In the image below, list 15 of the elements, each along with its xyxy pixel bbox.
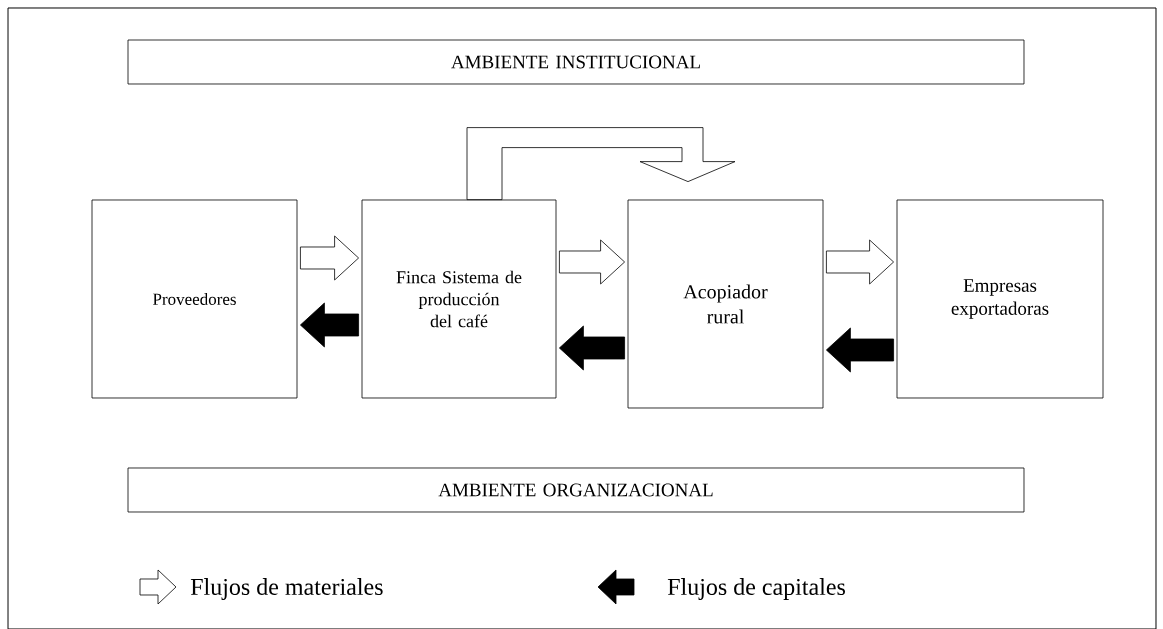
loop-arrow (466, 127, 736, 200)
legend-label: Flujos de capitales (667, 578, 845, 600)
block-arrow (300, 235, 359, 281)
block-arrow (559, 239, 625, 285)
block-arrow (300, 302, 359, 348)
process-box: Finca Sistema de producción del café (361, 199, 557, 399)
block-arrow (559, 325, 625, 371)
legend-label: Flujos de materiales (190, 578, 383, 600)
process-box: Acopiador rural (627, 199, 824, 409)
process-box: Proveedores (91, 199, 298, 399)
band: AMBIENTE ORGANIZACIONAL (127, 467, 1025, 513)
process-box: Empresas exportadoras (896, 199, 1104, 399)
block-arrow (826, 327, 894, 373)
band: AMBIENTE INSTITUCIONAL (127, 39, 1025, 85)
block-arrow (826, 239, 894, 285)
